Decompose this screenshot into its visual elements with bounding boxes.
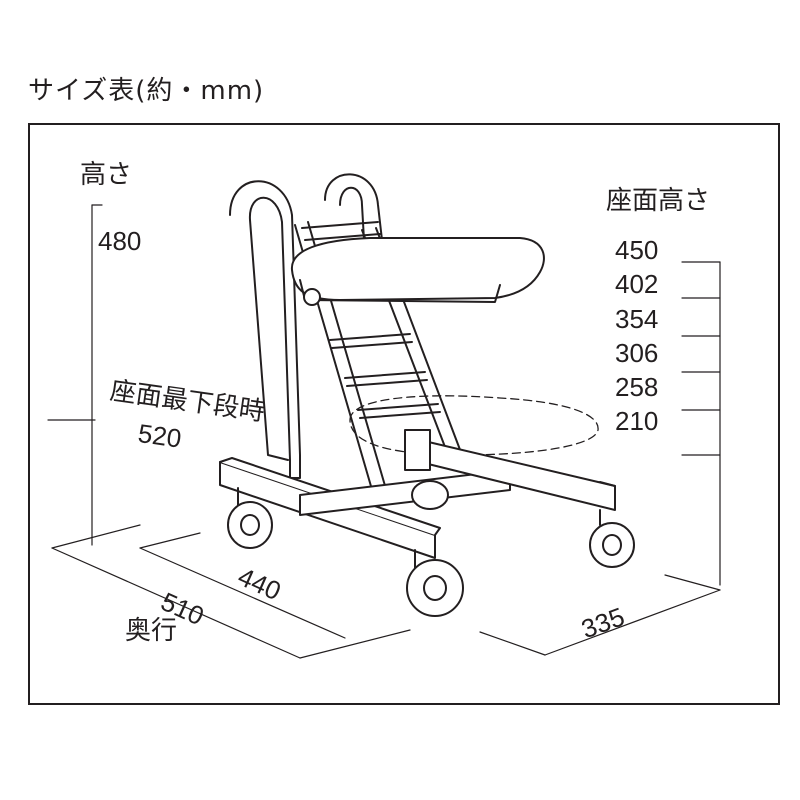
seat-height-value: 306	[615, 337, 659, 368]
caster-center	[411, 480, 449, 510]
seat-height-value: 402	[615, 269, 659, 300]
height-value: 480	[98, 226, 142, 256]
seat	[290, 237, 545, 306]
caster-right	[589, 509, 635, 568]
back-frame-left	[229, 180, 301, 479]
page-title: サイズ表(約・mm)	[28, 76, 265, 106]
seat-height-value: 354	[615, 303, 659, 334]
ladder-rungs	[301, 221, 441, 419]
depth-heading: 奥行	[125, 616, 178, 646]
back-frame-right	[324, 173, 383, 241]
caster-front-left	[406, 549, 464, 617]
seat-height-value: 210	[615, 406, 659, 437]
seat-height-heading: 座面高さ	[606, 186, 711, 216]
caster-back-left	[227, 487, 273, 549]
dimension-lines	[47, 204, 721, 659]
seat-lowest-dashed-outline	[349, 395, 599, 456]
seat-height-value: 450	[615, 235, 659, 265]
diagram-frame	[28, 123, 780, 705]
seat-height-list: 450 402 354 306 258 210	[615, 233, 658, 439]
base-frame	[219, 429, 616, 559]
height-heading: 高さ	[80, 160, 133, 190]
seat-height-value: 258	[615, 372, 659, 403]
seat-lowest-value: 520	[136, 418, 184, 454]
casters	[227, 480, 635, 617]
